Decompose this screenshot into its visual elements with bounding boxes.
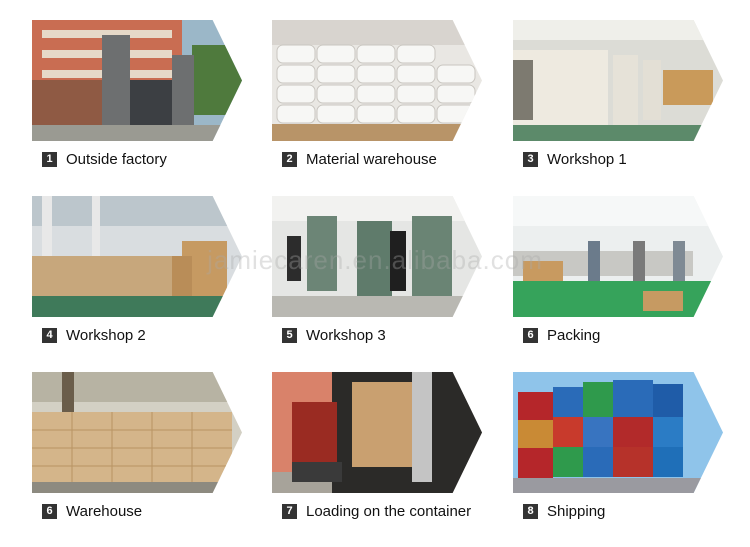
- caption: 6 Warehouse: [42, 501, 142, 521]
- tile-workshop-2: 4 Workshop 2: [32, 196, 242, 371]
- tile-label: Loading on the container: [306, 502, 472, 520]
- tile-material-warehouse: 2 Material warehouse: [272, 20, 482, 195]
- tile-shipping: 8 Shipping: [513, 372, 723, 547]
- number-badge: 5: [282, 327, 297, 343]
- tile-label: Workshop 1: [547, 150, 627, 168]
- caption: 2 Material warehouse: [282, 149, 437, 169]
- caption: 8 Shipping: [523, 501, 605, 521]
- packing-photo: [513, 196, 723, 317]
- caption: 1 Outside factory: [42, 149, 167, 169]
- caption: 7 Loading on the container: [282, 501, 471, 521]
- tile-label: Material warehouse: [306, 150, 437, 168]
- tile-label: Packing: [547, 326, 601, 344]
- caption: 4 Workshop 2: [42, 325, 146, 345]
- tile-label: Warehouse: [66, 502, 143, 520]
- material-warehouse-photo: [272, 20, 482, 141]
- tile-label: Outside factory: [66, 150, 167, 168]
- shipping-photo: [513, 372, 723, 493]
- tile-outside-factory: 1 Outside factory: [32, 20, 242, 195]
- workshop-2-photo: [32, 196, 242, 317]
- number-badge: 6: [523, 327, 538, 343]
- tile-label: Workshop 2: [66, 326, 146, 344]
- number-badge: 8: [523, 503, 538, 519]
- workshop-1-photo: [513, 20, 723, 141]
- number-badge: 2: [282, 151, 297, 167]
- warehouse-photo: [32, 372, 242, 493]
- tile-packing: 6 Packing: [513, 196, 723, 371]
- outside-factory-photo: [32, 20, 242, 141]
- number-badge: 6: [42, 503, 57, 519]
- tile-loading-container: 7 Loading on the container: [272, 372, 482, 547]
- tile-workshop-3: 5 Workshop 3: [272, 196, 482, 371]
- caption: 6 Packing: [523, 325, 600, 345]
- number-badge: 4: [42, 327, 57, 343]
- tile-workshop-1: 3 Workshop 1: [513, 20, 723, 195]
- caption: 3 Workshop 1: [523, 149, 627, 169]
- workshop-3-photo: [272, 196, 482, 317]
- loading-container-photo: [272, 372, 482, 493]
- number-badge: 7: [282, 503, 297, 519]
- tile-label: Shipping: [547, 502, 606, 520]
- caption: 5 Workshop 3: [282, 325, 386, 345]
- tile-label: Workshop 3: [306, 326, 386, 344]
- number-badge: 1: [42, 151, 57, 167]
- number-badge: 3: [523, 151, 538, 167]
- tile-warehouse: 6 Warehouse: [32, 372, 242, 547]
